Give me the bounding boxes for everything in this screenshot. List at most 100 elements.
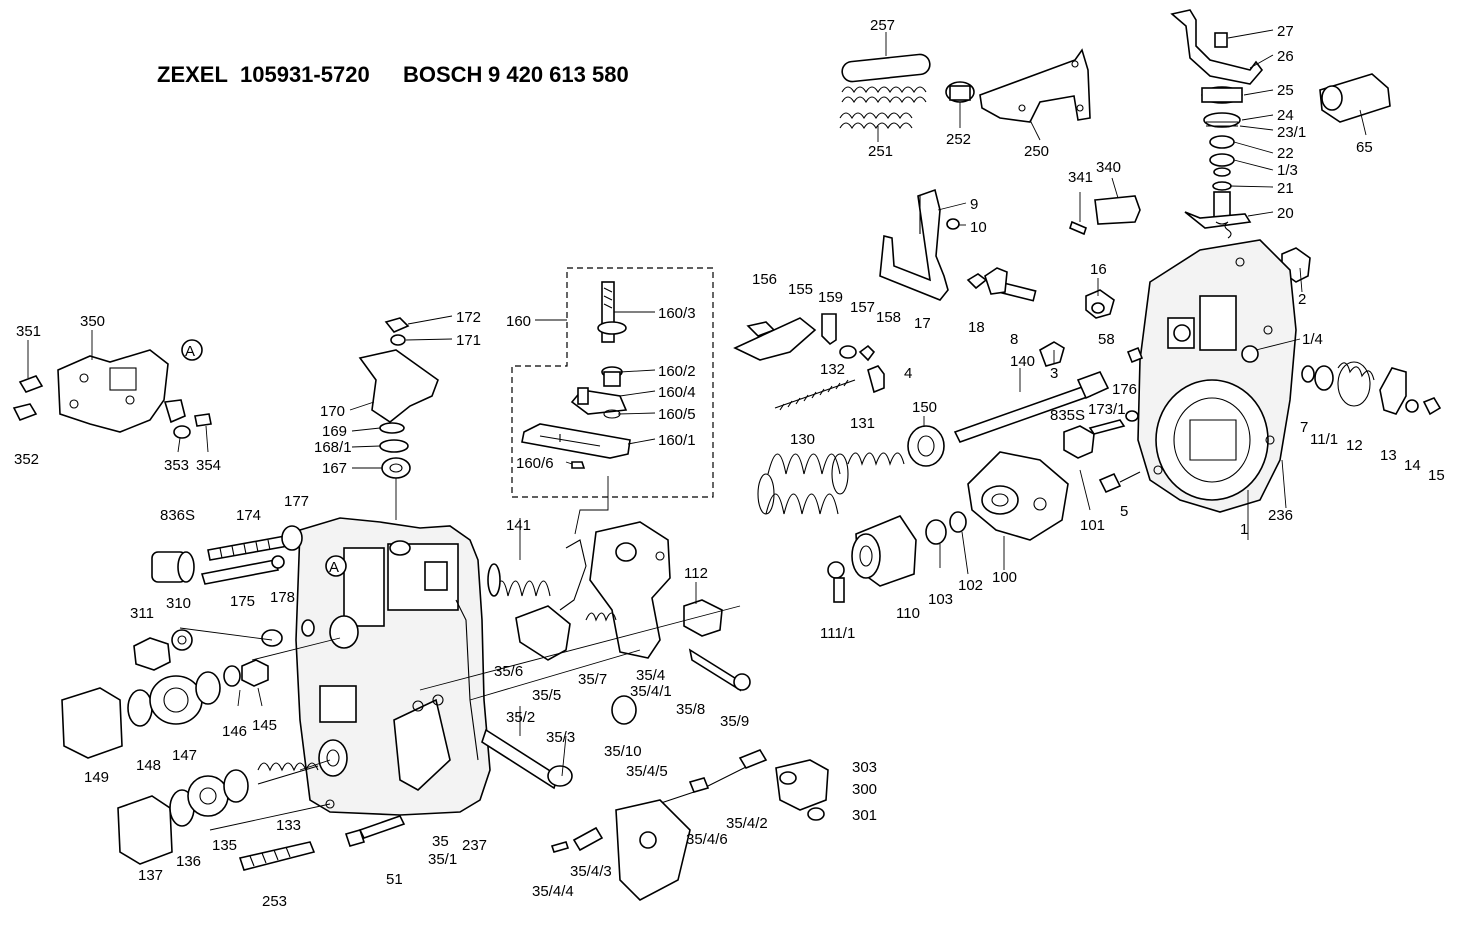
label-169: 169: [322, 423, 347, 440]
label-8: 8: [1010, 331, 1018, 348]
label-35-4-4: 35/4/4: [532, 883, 574, 900]
bracket-250: [979, 48, 1091, 123]
label-252: 252: [946, 131, 971, 148]
label-146: 146: [222, 723, 247, 740]
label-176: 176: [1112, 381, 1137, 398]
label-110: 110: [896, 605, 920, 622]
bosch-part-number: 9 420 613 580: [488, 62, 629, 87]
label-20: 20: [1277, 205, 1294, 222]
zexel-part-number: 105931-5720: [240, 62, 370, 87]
label-35-5: 35/5: [532, 687, 561, 704]
label-26: 26: [1277, 48, 1294, 65]
label-35-9: 35/9: [720, 713, 749, 730]
label-13: 13: [1380, 447, 1397, 464]
label-137: 137: [138, 867, 163, 884]
label-170: 170: [320, 403, 345, 420]
label-24: 24: [1277, 107, 1294, 124]
label-303: 303: [852, 759, 877, 776]
label-257: 257: [870, 17, 895, 34]
shaft-140: [953, 371, 1139, 443]
label-351: 351: [16, 323, 41, 340]
label-159: 159: [818, 289, 843, 306]
label-156: 156: [752, 271, 777, 288]
label-35-3: 35/3: [546, 729, 575, 746]
label-51: 51: [386, 871, 403, 888]
label-11-1: 11/1: [1310, 431, 1338, 448]
label-22: 22: [1277, 145, 1294, 162]
marker-a-housing: A: [329, 559, 339, 576]
brand-bosch: BOSCH: [403, 62, 482, 87]
label-12: 12: [1346, 437, 1363, 454]
label-150: 150: [912, 399, 937, 416]
label-301: 301: [852, 807, 877, 824]
marker-a-top: A: [185, 343, 195, 360]
label-35-4-6: 35/4/6: [686, 831, 728, 848]
label-3: 3: [1050, 365, 1058, 382]
label-160-5: 160/5: [658, 406, 696, 423]
diagram-header: ZEXEL 105931-5720 BOSCH 9 420 613 580: [157, 62, 629, 87]
subgroup-35-4: [550, 749, 829, 901]
nut-65: [1319, 73, 1391, 123]
label-101: 101: [1080, 517, 1105, 534]
label-10: 10: [970, 219, 987, 236]
label-340: 340: [1096, 159, 1121, 176]
label-102: 102: [958, 577, 983, 594]
label-35-4-2: 35/4/2: [726, 815, 768, 832]
label-160-1: 160/1: [658, 432, 696, 449]
label-35-4-3: 35/4/3: [570, 863, 612, 880]
main-housing-right: [1039, 239, 1297, 513]
label-167: 167: [322, 460, 347, 477]
label-112: 112: [684, 565, 708, 582]
label-130: 130: [790, 431, 815, 448]
label-35-10: 35/10: [604, 743, 642, 760]
label-237: 237: [462, 837, 487, 854]
label-140: 140: [1010, 353, 1035, 370]
label-35-4-5: 35/4/5: [626, 763, 668, 780]
label-835s: 835S: [1050, 407, 1085, 424]
label-148: 148: [136, 757, 161, 774]
label-35-1: 35/1: [428, 851, 457, 868]
label-160-3: 160/3: [658, 305, 696, 322]
label-354: 354: [196, 457, 221, 474]
label-300: 300: [852, 781, 877, 798]
main-housing-left: A: [295, 517, 491, 816]
label-236: 236: [1268, 507, 1293, 524]
parts-drawing: A: [12, 9, 1442, 901]
label-21: 21: [1277, 180, 1294, 197]
label-253: 253: [262, 893, 287, 910]
springs-130-131: [757, 425, 945, 515]
lever-assembly-9-17: [879, 188, 988, 301]
label-341: 341: [1068, 169, 1093, 186]
label-352: 352: [14, 451, 39, 468]
label-18: 18: [968, 319, 985, 336]
label-15: 15: [1428, 467, 1445, 484]
rod-132: [774, 379, 856, 411]
leader-lines: [27, 29, 1367, 831]
label-136: 136: [176, 853, 201, 870]
label-160: 160: [506, 313, 531, 330]
spring-group-257-251: [839, 53, 975, 130]
fittings-145-149: [61, 659, 269, 759]
label-350: 350: [80, 313, 105, 330]
label-17: 17: [914, 315, 931, 332]
bolt-51: [344, 815, 406, 847]
label-158: 158: [876, 309, 901, 326]
label-135: 135: [212, 837, 237, 854]
spring-141: [487, 563, 551, 597]
label-35-2: 35/2: [506, 709, 535, 726]
label-175: 175: [230, 593, 255, 610]
label-160-4: 160/4: [658, 384, 696, 401]
label-2: 2: [1298, 291, 1306, 308]
stud-253: [238, 841, 316, 871]
label-160-2: 160/2: [658, 363, 696, 380]
label-149: 149: [84, 769, 109, 786]
fittings-135-137: [117, 769, 249, 865]
label-27: 27: [1277, 23, 1294, 40]
governor-lever-167-172: [358, 317, 439, 479]
label-353: 353: [164, 457, 189, 474]
label-311: 311: [130, 605, 154, 622]
label-133: 133: [276, 817, 301, 834]
label-35-8: 35/8: [676, 701, 705, 718]
governor-group-35: [481, 521, 751, 790]
